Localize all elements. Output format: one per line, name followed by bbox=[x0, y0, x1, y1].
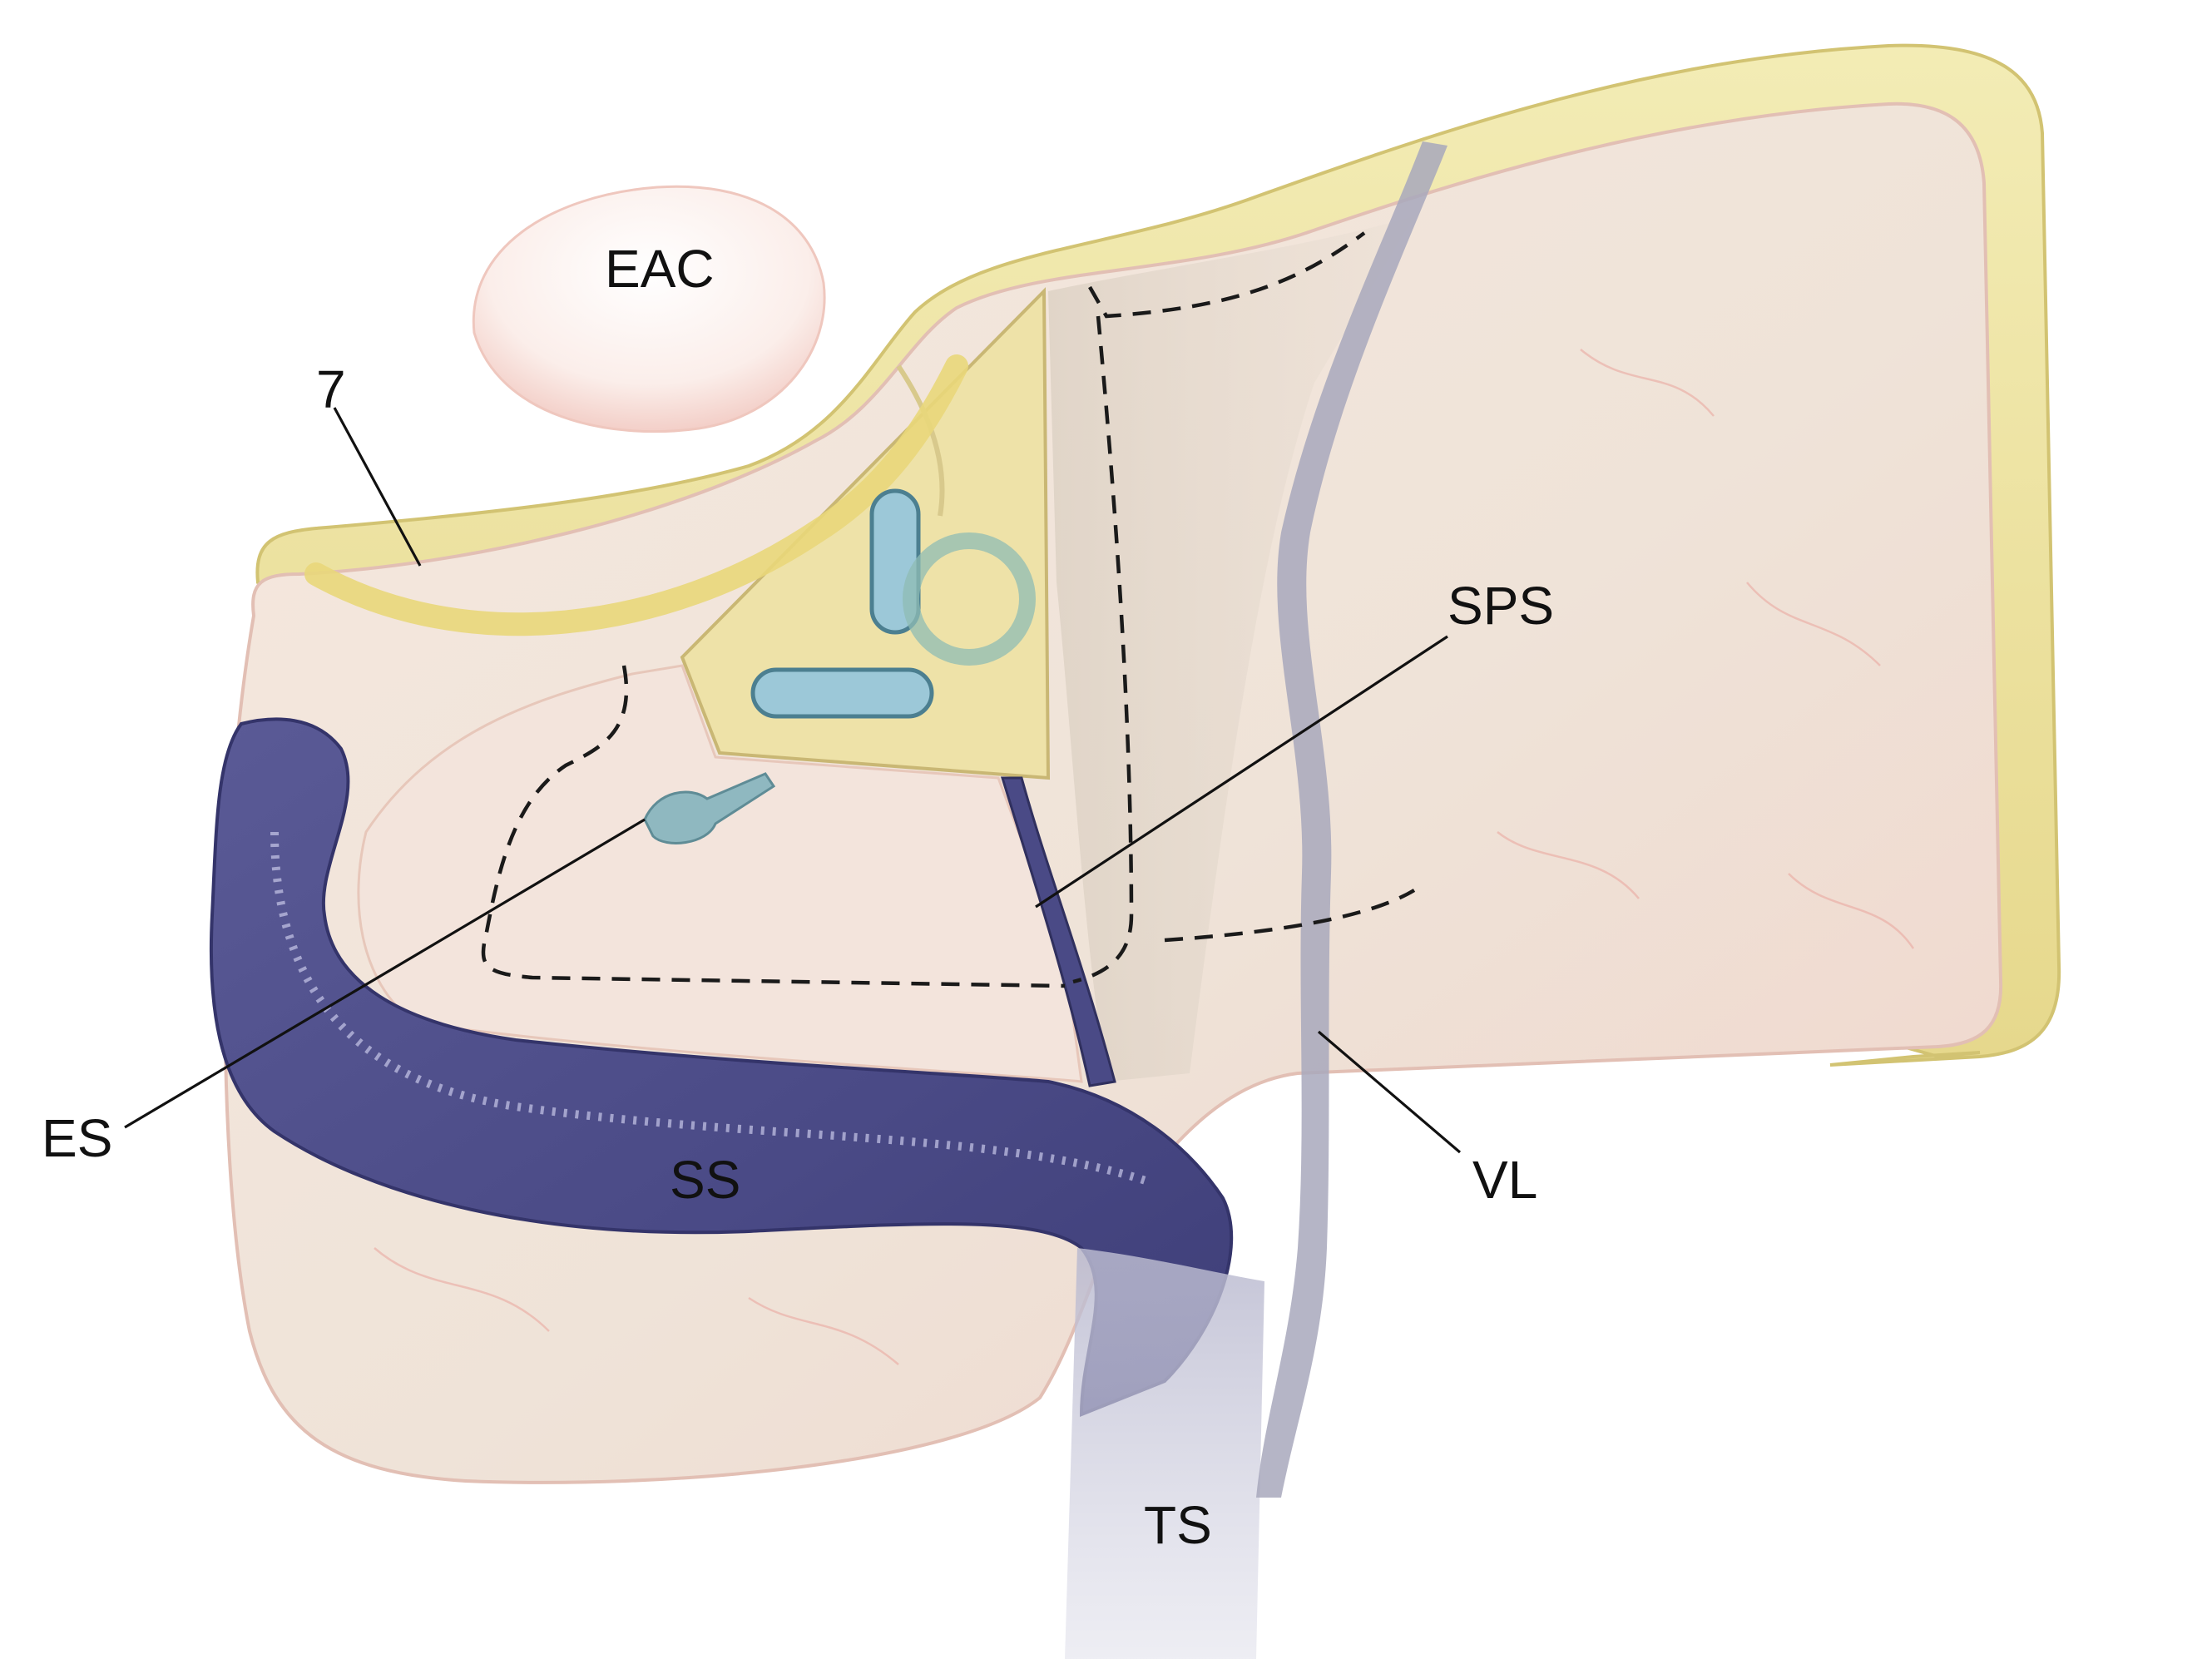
label-vl: VL bbox=[1472, 1150, 1537, 1210]
superior-petrosal-sinus bbox=[1000, 776, 1116, 1087]
lateral-canal bbox=[750, 667, 934, 719]
presigmoid-incision bbox=[481, 665, 1066, 988]
endolymphatic-sac bbox=[643, 772, 776, 844]
tentorial-incision-upper bbox=[1088, 231, 1366, 319]
label-eac: EAC bbox=[605, 239, 715, 299]
label-sps: SPS bbox=[1447, 576, 1554, 636]
dural-incision-lines bbox=[481, 231, 1416, 988]
label-ts: TS bbox=[1144, 1495, 1212, 1555]
superior-canal-ring bbox=[903, 532, 1036, 666]
label-es: ES bbox=[42, 1108, 112, 1168]
external-auditory-canal bbox=[472, 185, 826, 433]
facial-nerve bbox=[304, 354, 968, 636]
semicircular-canals bbox=[750, 488, 1036, 719]
vein-of-labbe bbox=[1256, 141, 1447, 1498]
leader-sps bbox=[1035, 635, 1448, 909]
leader-seven bbox=[333, 407, 422, 567]
label-seven: 7 bbox=[316, 359, 346, 419]
tentorial-incision-lower bbox=[1164, 889, 1416, 943]
leader-es bbox=[124, 818, 646, 1129]
leader-vl bbox=[1317, 1030, 1462, 1154]
leader-lines bbox=[124, 407, 1462, 1154]
tentorial-incision-vertical bbox=[1072, 315, 1134, 984]
label-ss: SS bbox=[670, 1150, 740, 1210]
labels: EAC 7 SPS ES SS VL TS bbox=[42, 239, 1554, 1555]
transverse-sinus bbox=[1065, 1248, 1264, 1659]
